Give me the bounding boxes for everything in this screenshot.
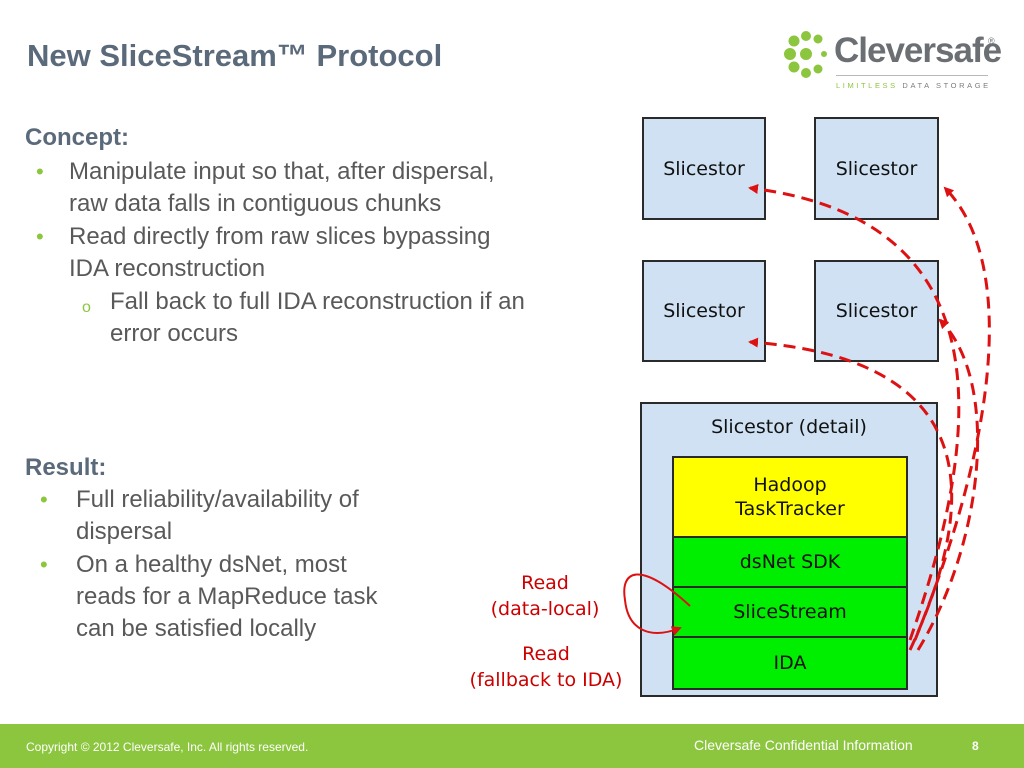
result-bullet-2-line-2: reads for a MapReduce task bbox=[76, 583, 378, 610]
hadoop-tasktracker-layer: Hadoop TaskTracker bbox=[672, 456, 908, 538]
read-data-local-line-2: (data-local) bbox=[490, 598, 600, 620]
sub-bullet-marker: o bbox=[82, 299, 91, 316]
result-bullet-1-line-1: Full reliability/availability of bbox=[76, 486, 359, 513]
logo-divider bbox=[836, 75, 988, 76]
result-bullet-2: • On a healthy dsNet, most reads for a M… bbox=[40, 549, 460, 645]
slicestor-detail-title: Slicestor (detail) bbox=[711, 416, 867, 438]
bullet-dot: • bbox=[40, 552, 48, 577]
concept-bullet-2: • Read directly from raw slices bypassin… bbox=[36, 221, 596, 285]
slicestor-box-top-right: Slicestor bbox=[814, 117, 939, 220]
logo-tagline-highlight: LIMITLESS bbox=[836, 81, 898, 90]
slicestor-box-middle-left: Slicestor bbox=[642, 260, 766, 362]
concept-bullet-1-line-2: raw data falls in contiguous chunks bbox=[69, 190, 442, 217]
concept-bullet-2-line-1: Read directly from raw slices bypassing bbox=[69, 223, 491, 250]
concept-sub-bullet-line-1: Fall back to full IDA reconstruction if … bbox=[110, 288, 525, 315]
concept-bullet-2-line-2: IDA reconstruction bbox=[69, 255, 266, 282]
footer-bar: Copyright © 2012 Cleversafe, Inc. All ri… bbox=[0, 724, 1024, 768]
slicestor-box-middle-right: Slicestor bbox=[814, 260, 939, 362]
slicestor-box-top-left: Slicestor bbox=[642, 117, 766, 220]
hadoop-layer-line-1: Hadoop bbox=[753, 474, 827, 496]
read-fallback-label: Read (fallback to IDA) bbox=[456, 641, 636, 693]
logo-registered-mark: ® bbox=[988, 36, 995, 46]
result-bullet-1: • Full reliability/availability of dispe… bbox=[40, 484, 460, 548]
result-heading: Result: bbox=[25, 454, 107, 481]
concept-bullet-1: • Manipulate input so that, after disper… bbox=[36, 156, 596, 220]
read-fallback-line-2: (fallback to IDA) bbox=[469, 669, 623, 691]
concept-bullet-1-line-1: Manipulate input so that, after dispersa… bbox=[69, 158, 495, 185]
bullet-dot: • bbox=[36, 159, 44, 184]
logo-tagline: LIMITLESS DATA STORAGE bbox=[836, 81, 991, 90]
footer-copyright: Copyright © 2012 Cleversafe, Inc. All ri… bbox=[26, 740, 309, 754]
bullet-dot: • bbox=[36, 224, 44, 249]
hadoop-layer-line-2: TaskTracker bbox=[735, 498, 845, 520]
result-bullet-2-line-3: can be satisfied locally bbox=[76, 615, 317, 642]
cleversafe-logo-mark bbox=[784, 31, 827, 78]
result-bullet-2-line-1: On a healthy dsNet, most bbox=[76, 551, 347, 578]
result-bullet-1-line-2: dispersal bbox=[76, 518, 173, 545]
concept-sub-bullet: o Fall back to full IDA reconstruction i… bbox=[80, 286, 610, 350]
read-data-local-line-1: Read bbox=[521, 572, 569, 594]
concept-heading: Concept: bbox=[25, 124, 129, 151]
ida-layer: IDA bbox=[672, 636, 908, 690]
slicestream-layer: SliceStream bbox=[672, 586, 908, 638]
page-number: 8 bbox=[972, 739, 979, 753]
read-fallback-line-1: Read bbox=[522, 643, 570, 665]
logo-tagline-rest: DATA STORAGE bbox=[897, 81, 991, 90]
footer-confidential: Cleversafe Confidential Information bbox=[694, 737, 913, 753]
logo-wordmark: Cleversafe bbox=[834, 31, 1002, 70]
slide-title: New SliceStream™ Protocol bbox=[27, 38, 443, 73]
dsnet-sdk-layer: dsNet SDK bbox=[672, 536, 908, 588]
slicestor-detail-box: Slicestor (detail) Hadoop TaskTracker ds… bbox=[640, 402, 938, 697]
bullet-dot: • bbox=[40, 487, 48, 512]
concept-sub-bullet-line-2: error occurs bbox=[110, 320, 239, 347]
cleversafe-logo: Cleversafe ® LIMITLESS DATA STORAGE bbox=[784, 28, 1002, 98]
read-data-local-label: Read (data-local) bbox=[470, 570, 620, 622]
